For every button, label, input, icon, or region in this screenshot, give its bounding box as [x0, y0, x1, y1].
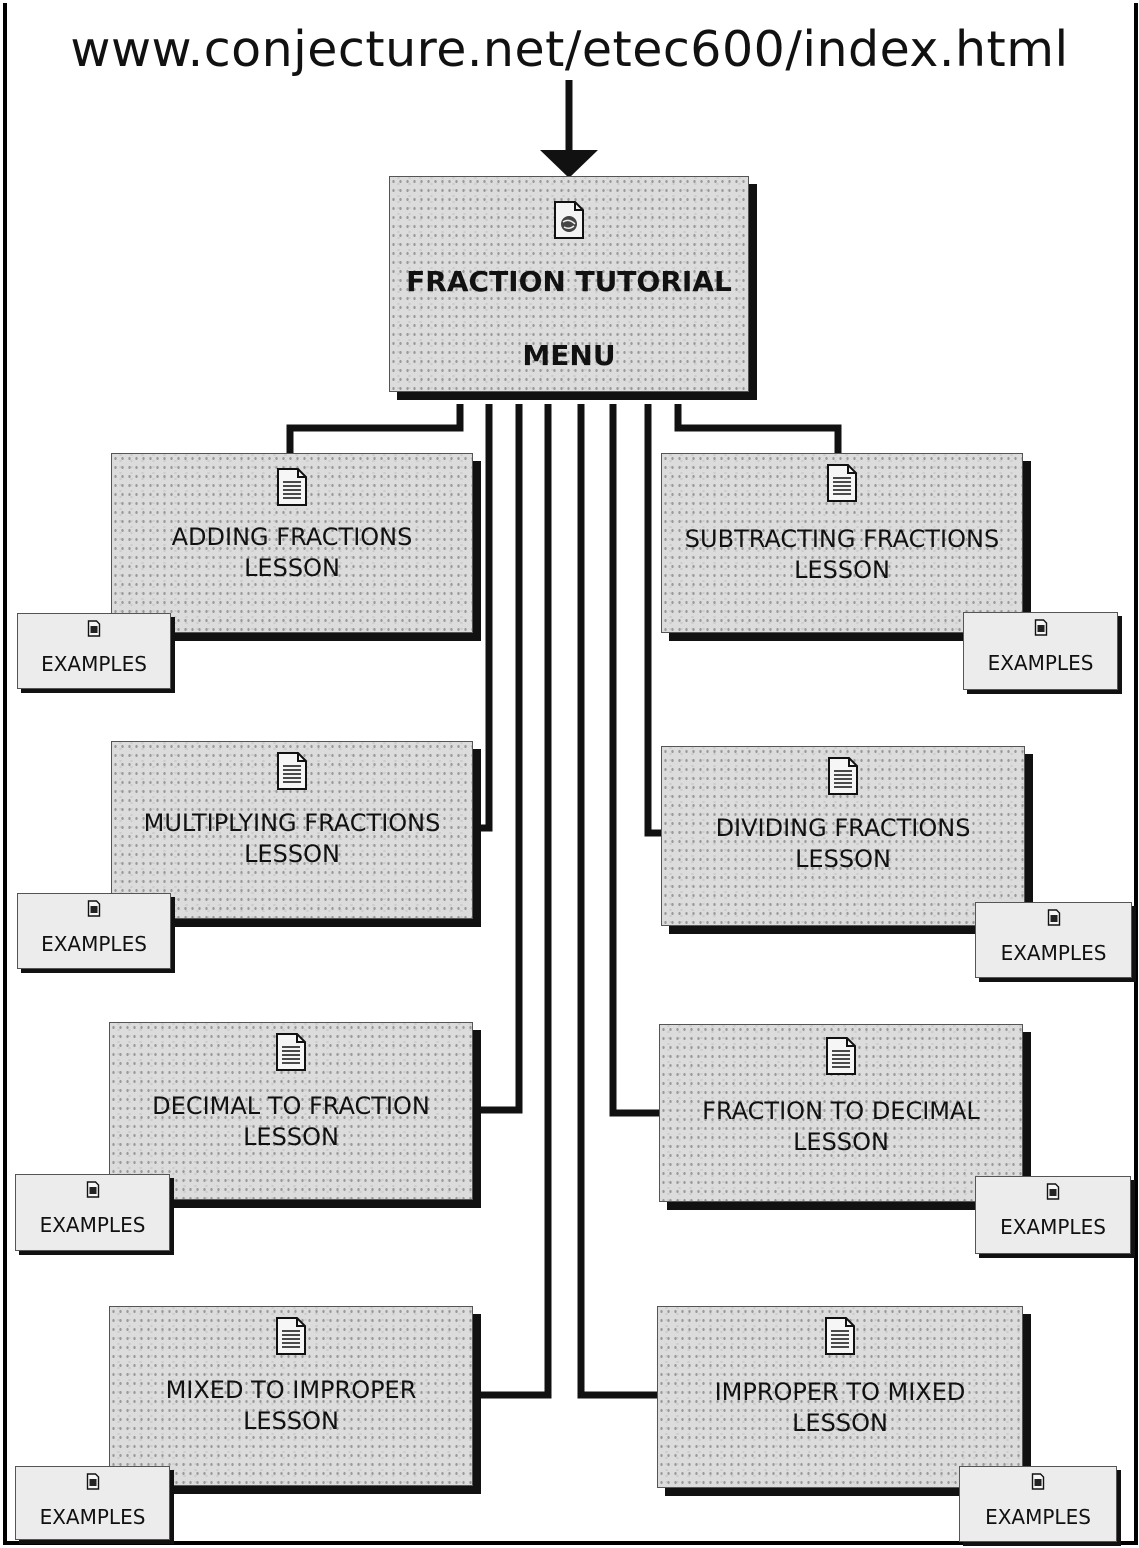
lesson-subtitle: LESSON — [243, 1123, 339, 1151]
examples-decimal-to-fraction[interactable]: EXAMPLES — [15, 1174, 170, 1251]
link-fraction-to-decimal — [609, 404, 662, 1117]
lesson-subtitle: LESSON — [795, 845, 891, 873]
document-icon — [828, 757, 858, 795]
document-icon — [826, 1037, 856, 1075]
lesson-title: MULTIPLYING FRACTIONS — [143, 809, 441, 837]
examples-dividing-fractions[interactable]: EXAMPLES — [975, 902, 1132, 978]
examples-label: EXAMPLES — [41, 652, 147, 676]
small-document-icon — [86, 1181, 99, 1198]
small-document-icon — [1047, 909, 1060, 926]
menu-subtitle: MENU — [522, 339, 616, 372]
lesson-title: FRACTION TO DECIMAL — [702, 1097, 980, 1125]
link-mixed-to-improper — [470, 404, 552, 1399]
examples-label: EXAMPLES — [1000, 1215, 1106, 1239]
document-icon — [276, 1033, 306, 1071]
document-icon — [277, 468, 307, 506]
site-url: www.conjecture.net/etec600/index.html — [70, 21, 1069, 78]
lesson-title: MIXED TO IMPROPER — [165, 1376, 417, 1404]
small-document-icon — [1046, 1183, 1060, 1200]
link-subtracting — [674, 404, 842, 456]
lesson-title: SUBTRACTING FRACTIONS — [684, 525, 1000, 553]
lesson-fraction-to-decimal[interactable]: FRACTION TO DECIMAL LESSON — [659, 1024, 1023, 1202]
small-document-icon — [1034, 619, 1047, 636]
lesson-title: DIVIDING FRACTIONS — [715, 814, 971, 842]
examples-label: EXAMPLES — [39, 1505, 146, 1529]
document-icon — [277, 752, 307, 790]
lesson-subtitle: LESSON — [793, 1128, 889, 1156]
lesson-adding-fractions[interactable]: ADDING FRACTIONS LESSON — [111, 453, 473, 633]
link-improper-to-mixed — [577, 404, 660, 1399]
lesson-title: DECIMAL TO FRACTION — [152, 1092, 430, 1120]
small-document-icon — [87, 620, 101, 637]
link-dividing — [644, 404, 664, 837]
lesson-decimal-to-fraction[interactable]: DECIMAL TO FRACTION LESSON — [109, 1022, 473, 1200]
globe-document-icon — [554, 201, 584, 239]
link-decimal-to-fraction — [470, 404, 523, 1114]
lesson-subtitle: LESSON — [243, 1407, 339, 1435]
examples-multiplying-fractions[interactable]: EXAMPLES — [17, 893, 171, 969]
document-icon — [827, 464, 857, 502]
lesson-dividing-fractions[interactable]: DIVIDING FRACTIONS LESSON — [661, 746, 1025, 926]
lesson-subtitle: LESSON — [792, 1409, 888, 1437]
lesson-title: ADDING FRACTIONS — [171, 523, 413, 551]
lesson-mixed-to-improper[interactable]: MIXED TO IMPROPER LESSON — [109, 1306, 473, 1486]
lesson-subtitle: LESSON — [244, 840, 340, 868]
lesson-subtitle: LESSON — [794, 556, 890, 584]
lesson-subtitle: LESSON — [244, 554, 340, 582]
menu-box[interactable]: FRACTION TUTORIAL MENU — [389, 176, 749, 392]
small-document-icon — [1031, 1473, 1045, 1490]
small-document-icon — [87, 900, 101, 917]
examples-improper-to-mixed[interactable]: EXAMPLES — [959, 1466, 1117, 1542]
lesson-subtracting-fractions[interactable]: SUBTRACTING FRACTIONS LESSON — [661, 453, 1023, 633]
examples-mixed-to-improper[interactable]: EXAMPLES — [15, 1466, 170, 1540]
lesson-improper-to-mixed[interactable]: IMPROPER TO MIXED LESSON — [657, 1306, 1023, 1488]
document-icon — [276, 1317, 306, 1355]
entry-arrow-head — [540, 150, 598, 178]
menu-title: FRACTION TUTORIAL — [406, 265, 732, 298]
examples-label: EXAMPLES — [1000, 941, 1107, 965]
document-icon — [825, 1317, 855, 1355]
examples-label: EXAMPLES — [985, 1505, 1091, 1529]
examples-adding-fractions[interactable]: EXAMPLES — [17, 613, 171, 689]
page-frame — [3, 3, 1138, 1545]
link-adding — [286, 404, 464, 456]
lesson-multiplying-fractions[interactable]: MULTIPLYING FRACTIONS LESSON — [111, 741, 473, 919]
examples-label: EXAMPLES — [987, 651, 1094, 675]
lesson-title: IMPROPER TO MIXED — [714, 1378, 966, 1406]
examples-label: EXAMPLES — [39, 1213, 146, 1237]
link-multiplying — [470, 404, 493, 832]
small-document-icon — [86, 1473, 99, 1490]
examples-label: EXAMPLES — [41, 932, 147, 956]
examples-subtracting-fractions[interactable]: EXAMPLES — [963, 612, 1118, 690]
examples-fraction-to-decimal[interactable]: EXAMPLES — [975, 1176, 1131, 1254]
